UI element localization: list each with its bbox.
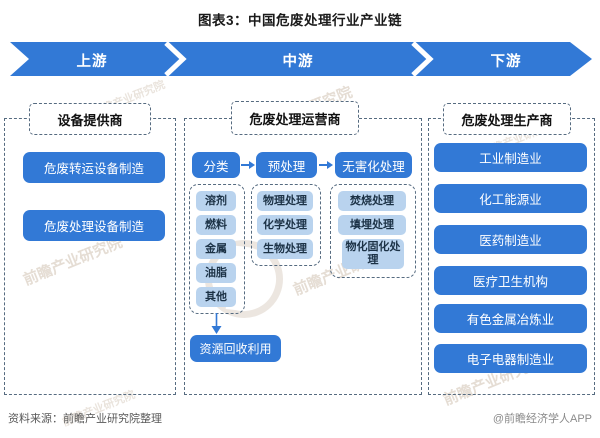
pretreatment-item: 物理处理 <box>257 191 313 211</box>
classification-item: 溶剂 <box>196 191 236 211</box>
page-title: 图表3：中国危废处理行业产业链 <box>197 13 402 28</box>
flow-arrow-icon <box>241 161 255 169</box>
flow-step-pretreatment: 预处理 <box>256 152 317 178</box>
flow-step-harmless-treatment: 无害化处理 <box>335 152 412 178</box>
classification-item: 油脂 <box>196 263 236 283</box>
recycle-button: 资源回收利用 <box>190 335 281 362</box>
source-note: 资料来源：前瞻产业研究院整理 <box>8 413 162 425</box>
midstream-header: 危废处理运营商 <box>231 101 359 135</box>
harmless-group-panel <box>330 184 416 278</box>
downstream-item: 有色金属冶炼业 <box>434 304 587 333</box>
downstream-item: 电子电器制造业 <box>434 344 587 373</box>
harmless-item: 物化固化处理 <box>342 239 404 269</box>
upstream-header: 设备提供商 <box>29 103 151 135</box>
credit-note: @前瞻经济学人APP <box>492 413 592 425</box>
banner-label-upstream: 上游 <box>76 54 108 70</box>
downstream-header: 危废处理生产商 <box>443 103 571 135</box>
pretreatment-group-panel <box>251 184 321 266</box>
downstream-item: 医疗卫生机构 <box>434 266 587 295</box>
banner-label-midstream: 中游 <box>282 54 314 70</box>
banner-chevron-separator <box>164 41 187 77</box>
classification-item: 燃料 <box>196 215 236 235</box>
banner-chevron-separator <box>411 41 434 77</box>
banner-band <box>10 42 592 76</box>
upstream-item: 危废处理设备制造 <box>23 210 165 241</box>
downstream-item: 化工能源业 <box>434 184 587 213</box>
flow-step-classification: 分类 <box>192 152 240 178</box>
flow-arrow-icon <box>319 161 333 169</box>
downstream-item: 工业制造业 <box>434 143 587 172</box>
harmless-item: 填埋处理 <box>338 215 406 235</box>
banner-arrow <box>10 41 592 77</box>
downstream-item: 医药制造业 <box>434 225 587 254</box>
classification-item: 金属 <box>196 239 236 259</box>
upstream-item: 危废转运设备制造 <box>23 152 165 183</box>
pretreatment-item: 生物处理 <box>257 239 313 259</box>
banner-label-downstream: 下游 <box>490 54 522 70</box>
harmless-item: 焚烧处理 <box>338 191 406 211</box>
down-arrow-icon <box>211 313 222 334</box>
classification-item: 其他 <box>196 287 236 307</box>
pretreatment-item: 化学处理 <box>257 215 313 235</box>
